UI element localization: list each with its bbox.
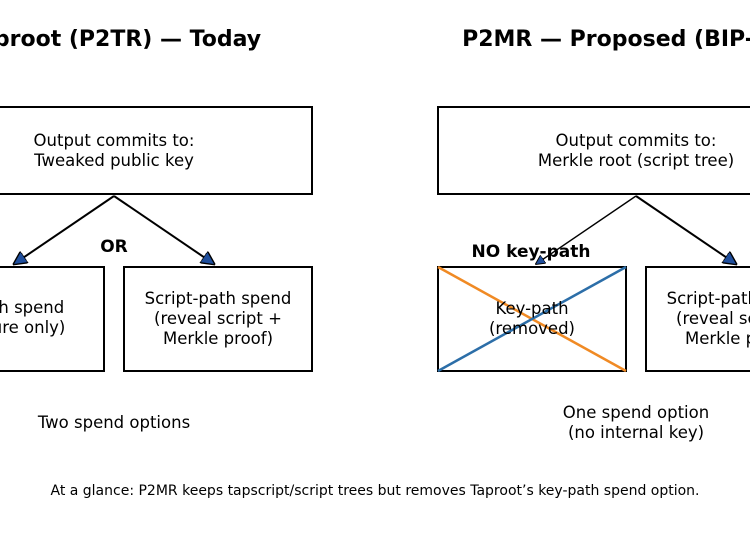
p2mr-arrow-scriptpath xyxy=(635,195,736,264)
taproot-scriptpath-box: Script-path spend (reveal script + Merkl… xyxy=(123,266,313,372)
p2mr-panel: P2MR — Proposed (BIP-360) Output commits… xyxy=(437,27,750,442)
taproot-or-label: OR xyxy=(100,237,128,257)
taproot-output-box: Output commits to: Tweaked public key xyxy=(0,106,313,195)
p2mr-output-line1: Output commits to: xyxy=(556,131,717,150)
p2mr-no-keypath-label: NO key-path xyxy=(472,242,591,262)
p2mr-note-line1: One spend option xyxy=(563,403,709,422)
p2mr-keypath-removed-box: Key-path (removed) xyxy=(437,265,627,373)
p2mr-keypath-line2: (removed) xyxy=(489,319,575,338)
taproot-keypath-box: Key-path spend (signature only) xyxy=(0,266,105,372)
p2mr-scriptpath-line3: Merkle proof) xyxy=(685,329,750,348)
taproot-keypath-line1: Key-path spend xyxy=(0,298,64,317)
taproot-arrow-scriptpath xyxy=(113,195,214,264)
p2mr-scriptpath-line1: Script-path spend xyxy=(667,289,750,308)
taproot-arrow-keypath xyxy=(14,195,115,264)
taproot-title: Taproot (P2TR) — Today xyxy=(0,27,261,52)
p2mr-keypath-line1: Key-path xyxy=(495,299,568,318)
removed-cross-blue xyxy=(437,265,627,373)
taproot-keypath-line2: (signature only) xyxy=(0,318,65,337)
p2mr-note-line2: (no internal key) xyxy=(568,423,704,442)
p2mr-arrow-keypath xyxy=(536,195,637,264)
p2mr-output-box: Output commits to: Merkle root (script t… xyxy=(437,106,750,195)
p2mr-title: P2MR — Proposed (BIP-360) xyxy=(462,27,750,52)
taproot-panel: Taproot (P2TR) — Today Output commits to… xyxy=(0,27,313,432)
taproot-scriptpath-line3: Merkle proof) xyxy=(163,329,273,348)
taproot-scriptpath-line1: Script-path spend xyxy=(145,289,292,308)
taproot-note: Two spend options xyxy=(37,413,190,432)
taproot-output-line2: Tweaked public key xyxy=(33,151,194,170)
taproot-scriptpath-line2: (reveal script + xyxy=(154,309,282,328)
p2mr-output-line2: Merkle root (script tree) xyxy=(538,151,734,170)
diagram-caption: At a glance: P2MR keeps tapscript/script… xyxy=(50,483,699,499)
p2mr-scriptpath-line2: (reveal script + xyxy=(676,309,750,328)
p2mr-scriptpath-box: Script-path spend (reveal script + Merkl… xyxy=(645,266,750,372)
taproot-output-line1: Output commits to: xyxy=(34,131,195,150)
